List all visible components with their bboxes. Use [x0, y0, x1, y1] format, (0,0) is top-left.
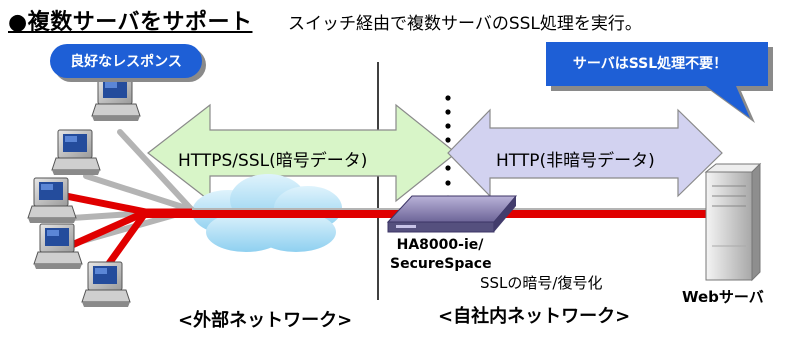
web-server-label: Webサーバ [682, 288, 764, 306]
client-pc-icon [91, 75, 141, 122]
client-pc-icon [51, 129, 101, 176]
callout-bubble [546, 42, 773, 123]
https-label: HTTPS/SSL(暗号データ) [178, 151, 368, 171]
device-label-line1: HA8000-ie/ [396, 237, 484, 253]
red-links [42, 188, 726, 280]
device-label-line2: SecureSpace [390, 256, 492, 272]
ssl-appliance-icon [386, 195, 518, 233]
ssl-encryption-label: SSLの暗号/復号化 [480, 274, 603, 292]
web-server-icon [704, 162, 762, 282]
client-pc-icon [81, 261, 131, 308]
http-label: HTTP(非暗号データ) [496, 151, 655, 171]
good-response-badge: 良好なレスポンス [50, 44, 202, 78]
callout-text: サーバはSSL処理不要！ [572, 56, 728, 72]
client-pc-icon [27, 177, 77, 224]
page-subtitle: スイッチ経由で複数サーバのSSL処理を実行。 [288, 14, 642, 34]
http-double-arrow [447, 108, 723, 198]
internal-network-label: <自社内ネットワーク> [438, 306, 631, 327]
device-label: HA8000-ie/ SecureSpace [390, 236, 492, 274]
external-network-label: <外部ネットワーク> [178, 310, 353, 331]
page-heading: ●複数サーバをサポート [8, 10, 253, 35]
